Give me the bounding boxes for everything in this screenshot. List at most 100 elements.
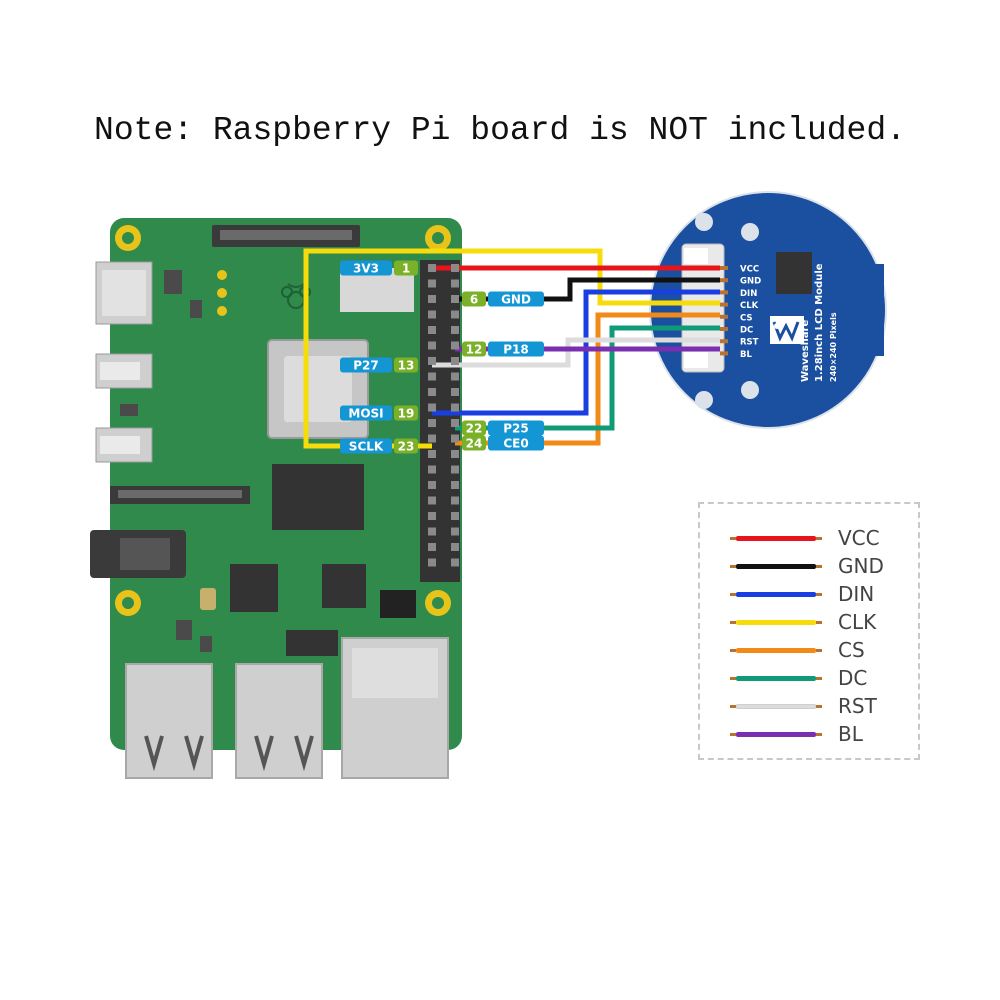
- pin-tag-label: CE0: [503, 437, 528, 451]
- pin-tag-label: P18: [503, 343, 529, 357]
- pin-tag-label-bg: [488, 291, 544, 307]
- lcd-pin-label: GND: [740, 277, 761, 287]
- gpio-pin: [428, 310, 436, 319]
- gpio-pin: [451, 310, 459, 319]
- gpio-pin: [451, 465, 459, 474]
- gpio-pin: [451, 419, 459, 427]
- pin-tag-label: GND: [501, 293, 531, 307]
- pin-tag-label: P25: [503, 422, 529, 436]
- legend-label: CLK: [838, 610, 877, 634]
- pin-tag-mosi: MOSI 19: [340, 405, 418, 421]
- gpio-pin: [428, 264, 436, 272]
- pin-tag-num: 12: [466, 343, 483, 357]
- pin-tag-num-bg: [462, 291, 486, 307]
- gpio-pin: [451, 558, 459, 567]
- pin-tag-num-bg: [394, 438, 418, 454]
- gpio-pin: [451, 295, 459, 303]
- pin-tag-label-bg: [340, 357, 392, 373]
- gpio-pin: [451, 512, 459, 520]
- pin-tag-num-bg: [394, 260, 418, 276]
- gpio-pin: [428, 388, 436, 396]
- gpio-pin: [451, 264, 459, 272]
- lcd-pin-label: BL: [740, 350, 752, 360]
- gpio-pin: [428, 295, 436, 303]
- lcd-module: Waveshare 1.28inch LCD Module 240×240 Pi…: [649, 191, 887, 429]
- pin-tag-p18: 12 P18: [462, 341, 544, 357]
- pin-tag-num: 19: [398, 407, 415, 421]
- gpio-header-pins: [428, 264, 459, 567]
- lcd-pin-label: DIN: [740, 289, 757, 299]
- gpio-pin: [451, 357, 459, 365]
- note-text: Note: Raspberry Pi board is NOT included…: [94, 112, 906, 149]
- legend-label: DC: [838, 666, 868, 690]
- legend-wire-swatch: [730, 564, 822, 569]
- gpio-pin: [451, 434, 459, 443]
- legend-item-rst: RST: [730, 692, 916, 720]
- pin-tag-gnd: 6 GND: [462, 291, 544, 307]
- legend-label: BL: [838, 722, 863, 746]
- lcd-brand-label: Waveshare: [800, 320, 811, 382]
- lcd-pixels-label: 240×240 Pixels: [829, 312, 838, 382]
- lcd-module-label: 1.28inch LCD Module: [814, 263, 825, 382]
- legend-wire-swatch: [730, 732, 822, 737]
- lcd-pin-label: RST: [740, 338, 759, 348]
- lcd-pin-contact: [720, 302, 728, 307]
- gpio-pin: [428, 403, 436, 412]
- legend-label: DIN: [838, 582, 875, 606]
- gpio-pin: [428, 481, 436, 489]
- gpio-pin: [451, 279, 459, 288]
- lcd-pin-contact: [720, 278, 728, 283]
- gpio-pin: [451, 450, 459, 458]
- pin-tag-label: SCLK: [349, 440, 384, 454]
- pin-tag-label: MOSI: [348, 407, 383, 421]
- pin-tag-label-bg: [340, 438, 392, 454]
- pin-tag-p27: P27 13: [340, 357, 418, 373]
- pin-tag-label-bg: [488, 435, 544, 451]
- legend-item-cs: CS: [730, 636, 916, 664]
- legend-item-dc: DC: [730, 664, 916, 692]
- gpio-pin: [451, 341, 459, 350]
- legend-item-clk: CLK: [730, 608, 916, 636]
- gpio-pin: [428, 527, 436, 536]
- gpio-pin: [428, 450, 436, 458]
- gpio-pin: [428, 357, 436, 365]
- pin-tag-num-bg: [394, 357, 418, 373]
- gpio-pin: [451, 543, 459, 551]
- gpio-pin: [428, 326, 436, 334]
- legend-label: GND: [838, 554, 884, 578]
- legend-item-vcc: VCC: [730, 524, 916, 552]
- lcd-pin-contact: [720, 314, 728, 319]
- pin-tag-ce0: 24 CE0: [462, 435, 544, 451]
- pin-tag-label-bg: [340, 405, 392, 421]
- gpio-pin: [428, 465, 436, 474]
- pin-tag-num-bg: [462, 341, 486, 357]
- legend-wire-swatch: [730, 620, 822, 625]
- legend-label: VCC: [838, 526, 880, 550]
- lcd-pin-contact: [720, 351, 728, 356]
- wire-clk: [303, 248, 720, 449]
- gpio-pin: [451, 326, 459, 334]
- lcd-pin-label: VCC: [740, 265, 759, 275]
- pin-tag-num: 6: [470, 293, 478, 307]
- legend-wire-swatch: [730, 676, 822, 681]
- pin-tag-num: 24: [466, 437, 483, 451]
- lcd-pin-contact: [720, 327, 728, 331]
- legend-label: CS: [838, 638, 865, 662]
- pin-tag-label: 3V3: [353, 262, 379, 276]
- gpio-pin: [428, 279, 436, 288]
- legend-wire-swatch: [730, 648, 822, 653]
- pin-tag-num-bg: [394, 405, 418, 421]
- raspberry-pi-board: [90, 218, 462, 779]
- pin-tag-num: 13: [398, 359, 415, 373]
- lcd-pin-contact: [720, 339, 728, 344]
- legend-wire-swatch: [730, 592, 822, 597]
- legend-item-din: DIN: [730, 580, 916, 608]
- pin-tag-label: P27: [353, 359, 379, 373]
- lcd-pin-contact: [720, 290, 728, 295]
